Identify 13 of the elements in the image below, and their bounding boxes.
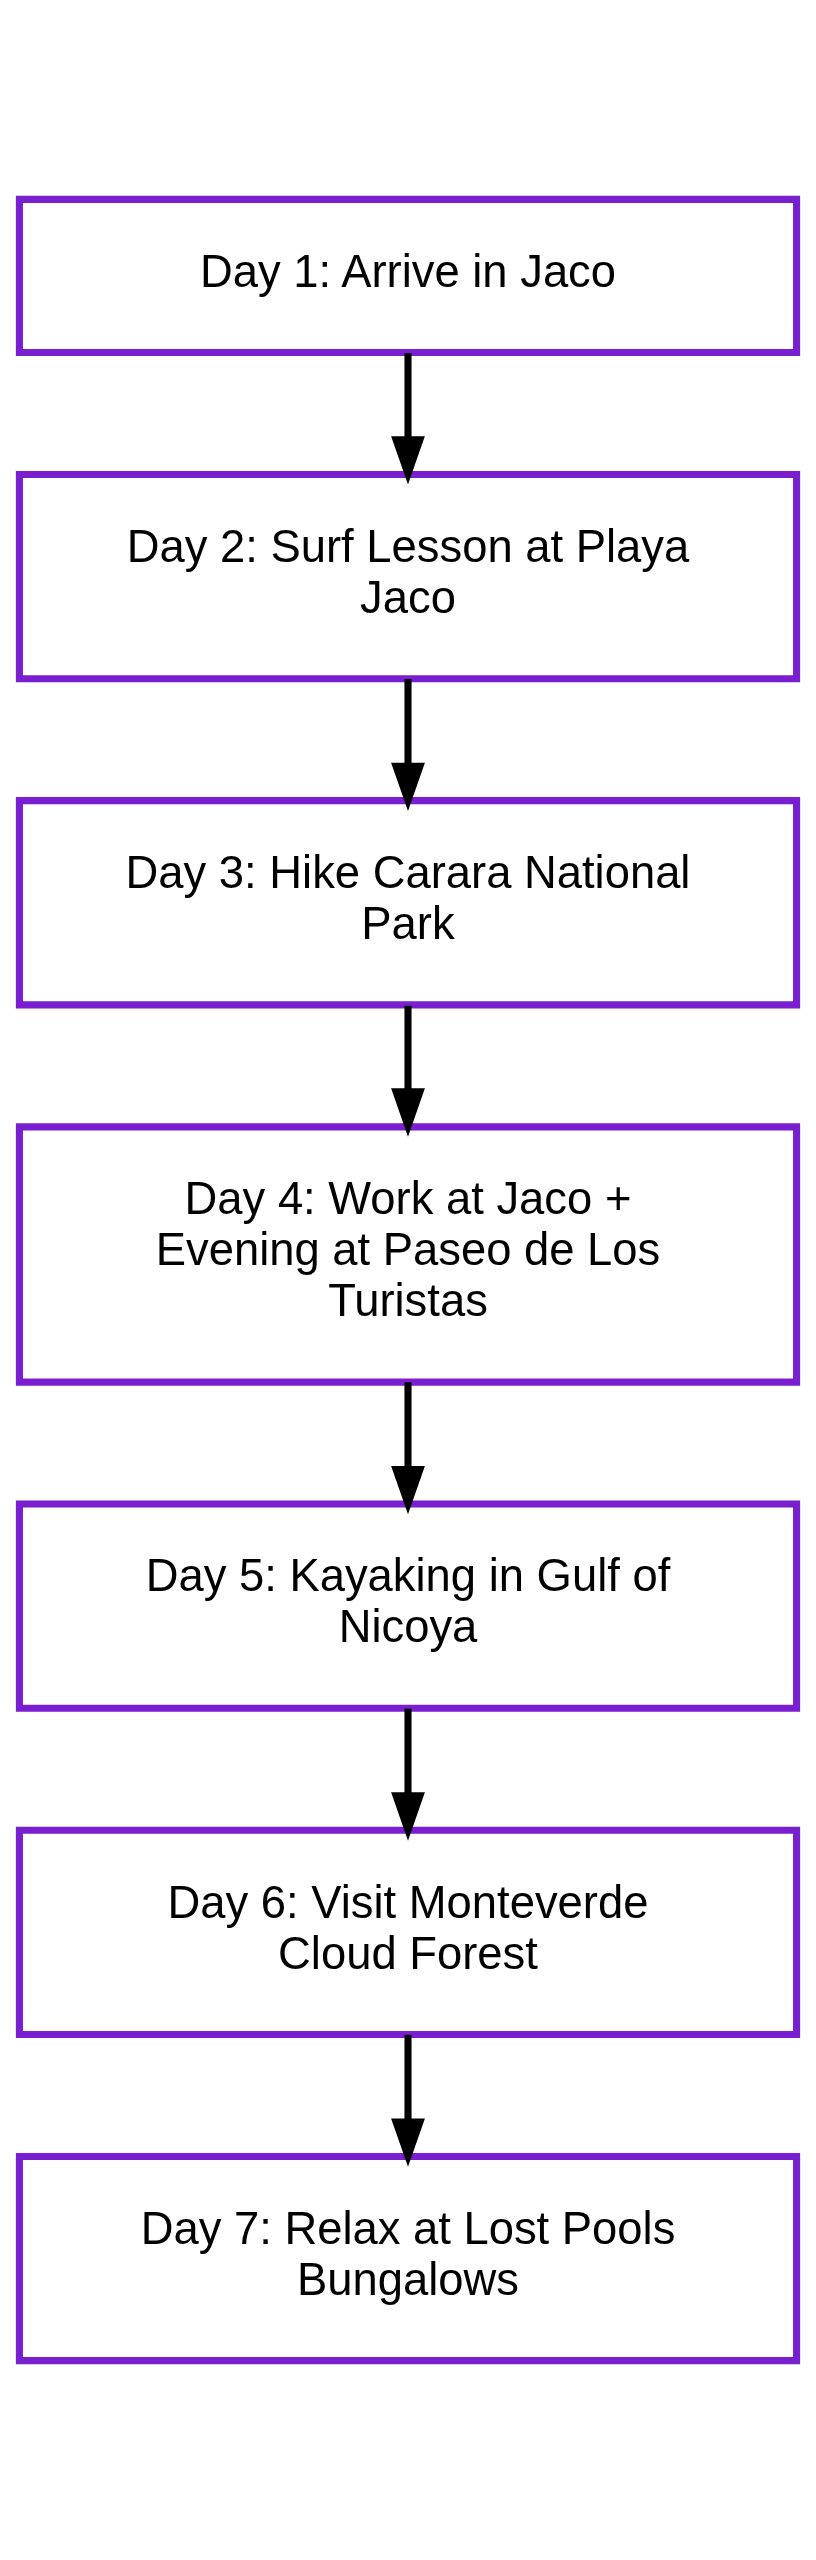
node-box: Day 4: Work at Jaco + Evening at Paseo de Los Turistas xyxy=(15,1123,801,1386)
node-box: Day 7: Relax at Lost Pools Bungalows xyxy=(15,2152,801,2365)
node-box: Day 6: Visit Monteverde Cloud Forest xyxy=(15,1826,801,2038)
arrow xyxy=(391,1708,425,1841)
arrow xyxy=(391,353,425,485)
arrow xyxy=(391,1382,425,1515)
node-box: Day 1: Arrive in Jaco xyxy=(15,195,801,357)
arrow xyxy=(391,1005,425,1137)
node-box: Day 3: Hike Carara National Park xyxy=(15,797,801,1009)
node-box: Day 2: Surf Lesson at Playa Jaco xyxy=(15,470,801,683)
node-box: Day 5: Kayaking in Gulf of Nicoya xyxy=(15,1500,801,1712)
arrow xyxy=(391,679,425,812)
arrow xyxy=(391,2034,425,2167)
